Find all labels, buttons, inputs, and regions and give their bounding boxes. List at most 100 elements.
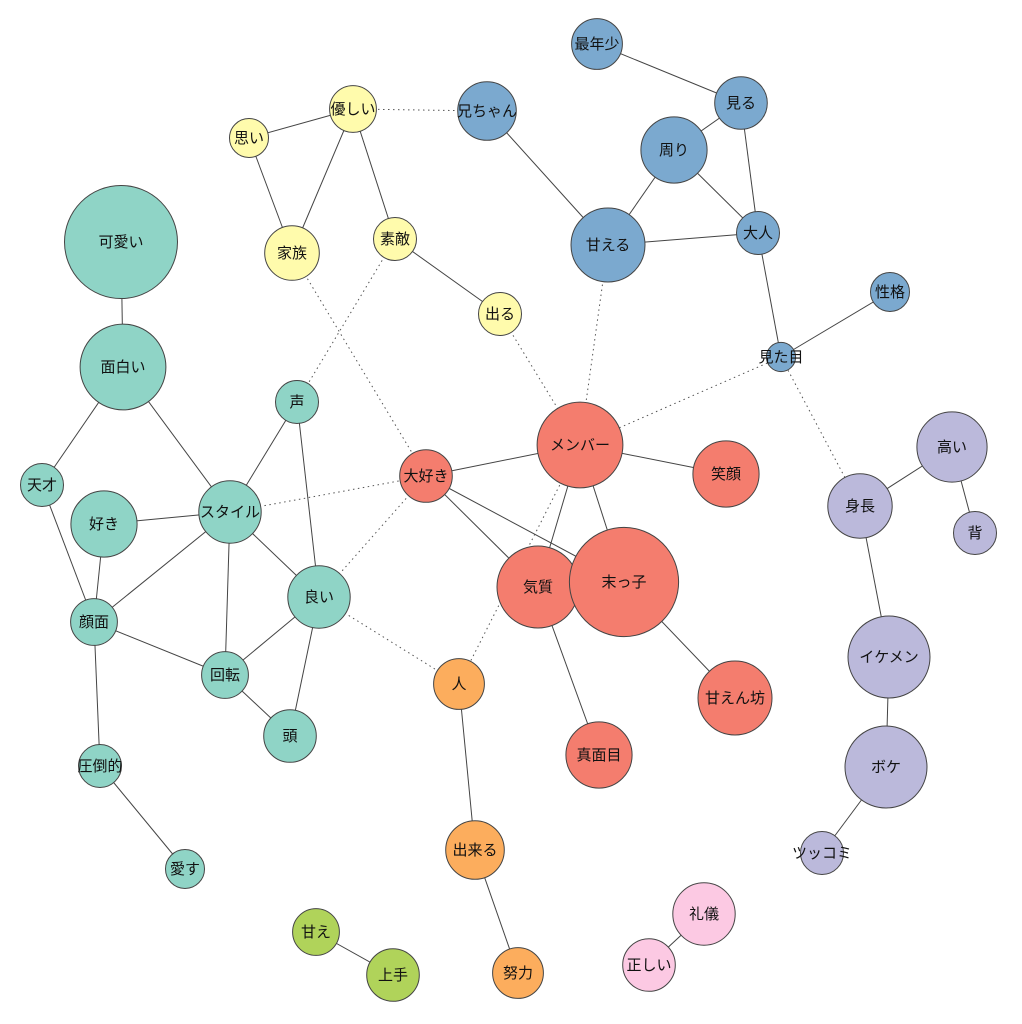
node-circle-tensai — [20, 463, 64, 507]
node-label-hito: 人 — [451, 675, 466, 693]
node-label-suekko: 末っ子 — [601, 573, 646, 591]
node-boke: ボケ — [844, 725, 928, 809]
node-aisu: 愛す — [165, 849, 205, 889]
node-label-omoshiroi: 面白い — [100, 358, 145, 376]
node-circle-suteki — [373, 217, 417, 261]
node-circle-suki — [70, 490, 138, 558]
node-circle-member — [536, 401, 624, 489]
node-circle-se — [953, 511, 997, 555]
node-circle-shincho — [827, 473, 893, 539]
node-tensai: 天才 — [20, 463, 64, 507]
node-seikaku: 性格 — [870, 272, 910, 312]
node-label-member: メンバー — [550, 436, 610, 454]
node-label-atama: 頭 — [282, 727, 297, 745]
node-label-miru: 見る — [726, 94, 756, 112]
edge-attouteki-aisu — [99, 765, 186, 870]
node-ikemen: イケメン — [847, 615, 931, 699]
node-label-ikemen: イケメン — [859, 648, 919, 666]
node-amae: 甘え — [292, 908, 340, 956]
node-circle-daisuki — [399, 449, 453, 503]
node-label-mitame: 見た目 — [758, 348, 803, 366]
node-label-nichan: 兄ちゃん — [457, 102, 517, 120]
node-saisho: 最年少 — [571, 18, 623, 70]
node-circle-yasashii — [329, 85, 377, 133]
node-suki: 好き — [70, 490, 138, 558]
node-label-reigi: 礼儀 — [689, 905, 719, 923]
node-circle-reigi — [672, 882, 736, 946]
node-label-otona: 大人 — [743, 224, 773, 242]
node-jouzu: 上手 — [366, 948, 420, 1002]
node-mawari: 周り — [640, 116, 708, 184]
edge-koe-yoi — [296, 401, 320, 598]
node-circle-aisu — [165, 849, 205, 889]
node-suteki: 素敵 — [373, 217, 417, 261]
node-omoshiroi: 面白い — [79, 323, 167, 411]
node-kaiten: 回転 — [201, 651, 249, 699]
edge-suteki-koe — [296, 238, 396, 403]
node-atama: 頭 — [263, 709, 317, 763]
node-ganmen: 顔面 — [70, 598, 118, 646]
node-circle-omoi — [229, 118, 269, 158]
edge-kazoku-daisuki — [291, 252, 427, 477]
node-daisuki: 大好き — [399, 449, 453, 503]
node-label-daisuki: 大好き — [403, 467, 448, 485]
node-circle-otona — [736, 211, 780, 255]
node-label-kazoku: 家族 — [277, 244, 307, 262]
node-label-majime: 真面目 — [576, 746, 621, 764]
node-circle-takai — [916, 411, 988, 483]
node-label-jouzu: 上手 — [378, 966, 408, 984]
node-circle-style — [198, 480, 262, 544]
node-circle-miru — [714, 76, 768, 130]
node-label-kaiten: 回転 — [210, 666, 240, 684]
node-dekiru: 出来る — [445, 820, 505, 880]
node-suekko: 末っ子 — [568, 526, 680, 638]
node-circle-koe — [275, 380, 319, 424]
node-mitame: 見た目 — [758, 341, 804, 373]
node-amaenbou: 甘えん坊 — [697, 660, 773, 736]
node-miru: 見る — [714, 76, 768, 130]
node-label-amaenbou: 甘えん坊 — [705, 689, 765, 707]
node-circle-seikaku — [870, 272, 910, 312]
node-deru: 出る — [478, 292, 522, 336]
edge-seikaku-mitame — [780, 291, 891, 358]
node-label-tsukkomi: ツッコミ — [792, 844, 852, 862]
node-label-amaeru: 甘える — [586, 236, 631, 254]
node-otona: 大人 — [736, 211, 780, 255]
node-label-se: 背 — [967, 524, 982, 542]
node-circle-ganmen — [70, 598, 118, 646]
node-label-takai: 高い — [937, 438, 967, 456]
node-kishitsu: 気質 — [496, 545, 580, 629]
edge-deru-member — [499, 313, 581, 446]
node-label-seikaku: 性格 — [875, 283, 905, 301]
node-label-style: スタイル — [200, 503, 260, 521]
node-shincho: 身長 — [827, 473, 893, 539]
node-circle-dekiru — [445, 820, 505, 880]
node-circle-omoshiroi — [79, 323, 167, 411]
node-label-dekiru: 出来る — [452, 841, 497, 859]
node-label-suteki: 素敵 — [380, 230, 410, 248]
node-hito: 人 — [433, 658, 485, 710]
node-label-deru: 出る — [485, 305, 515, 323]
node-label-boke: ボケ — [871, 758, 901, 776]
node-circle-egao — [692, 440, 760, 508]
node-circle-yoi — [287, 565, 351, 629]
edge-ganmen-attouteki — [93, 621, 101, 767]
node-amaeru: 甘える — [570, 207, 646, 283]
node-circle-doryoku — [492, 947, 544, 999]
node-circle-kaiten — [201, 651, 249, 699]
node-circle-atama — [263, 709, 317, 763]
node-takai: 高い — [916, 411, 988, 483]
node-omoi: 思い — [229, 118, 269, 158]
node-se: 背 — [953, 511, 997, 555]
node-label-koe: 声 — [289, 393, 304, 411]
node-layer: 最年少見る兄ちゃん周り甘える大人性格見た目優しい思い家族素敵出る可愛い面白い天才… — [20, 18, 997, 1002]
edge-amaeru-member — [579, 244, 609, 446]
node-circle-mawari — [640, 116, 708, 184]
node-yoi: 良い — [287, 565, 351, 629]
edge-daisuki-yoi — [318, 475, 427, 598]
node-label-omoi: 思い — [234, 129, 264, 147]
node-label-ganmen: 顔面 — [79, 613, 109, 631]
node-member: メンバー — [536, 401, 624, 489]
node-label-amae: 甘え — [301, 923, 331, 941]
